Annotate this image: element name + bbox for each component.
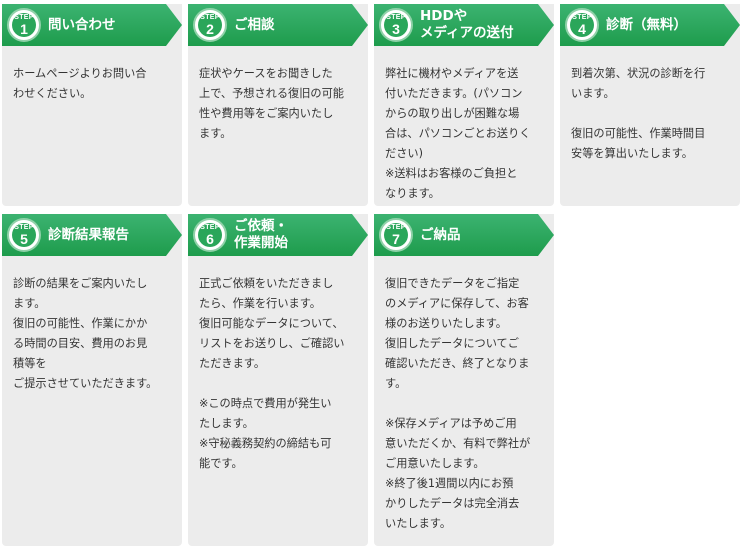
step-description: 復旧できたデータをご指定 のメディアに保存して、お客 様のお送りいたします。 復… [385, 277, 531, 530]
step-description: ホームページよりお問い合 わせください。 [13, 67, 147, 100]
step-number: 4 [578, 21, 586, 37]
step-description: 診断の結果をご案内いたし ます。 復旧の可能性、作業にかか る時間の目安、費用の… [13, 277, 158, 390]
step-card-1: STEP 1 問い合わせ ホームページよりお問い合 わせください。 [2, 4, 182, 206]
step-label: STEP [386, 224, 406, 231]
step-title: 診断結果報告 [48, 227, 129, 243]
step-description: 到着次第、状況の診断を行 います。 復旧の可能性、作業時間目 安等を算出いたしま… [571, 67, 706, 160]
step-label: STEP [572, 14, 592, 21]
step-description: 正式ご依頼をいただきまし たら、作業を行います。 復旧可能なデータについて、 リ… [199, 277, 345, 470]
step-title: HDDや メディアの送付 [420, 8, 514, 41]
step-badge-2: STEP 2 [193, 8, 227, 42]
step-title: ご依頼・ 作業開始 [234, 218, 288, 251]
step-number: 2 [206, 21, 214, 37]
step-label: STEP [14, 14, 34, 21]
step-badge-1: STEP 1 [7, 8, 41, 42]
step-description: 症状やケースをお聞きした 上で、予想される復旧の可能 性や費用等をご案内いたし … [199, 67, 344, 140]
step-number: 1 [20, 21, 28, 37]
step-label: STEP [14, 224, 34, 231]
step-card-4: STEP 4 診断（無料） 到着次第、状況の診断を行 います。 復旧の可能性、作… [560, 4, 740, 206]
step-number: 7 [392, 231, 400, 247]
step-number: 3 [392, 21, 400, 37]
step-title: ご納品 [420, 227, 461, 243]
step-badge-4: STEP 4 [565, 8, 599, 42]
step-title: 問い合わせ [48, 17, 116, 33]
step-label: STEP [200, 14, 220, 21]
step-number: 5 [20, 231, 28, 247]
step-badge-7: STEP 7 [379, 218, 413, 252]
step-card-5: STEP 5 診断結果報告 診断の結果をご案内いたし ます。 復旧の可能性、作業… [2, 214, 182, 546]
step-badge-6: STEP 6 [193, 218, 227, 252]
step-card-2: STEP 2 ご相談 症状やケースをお聞きした 上で、予想される復旧の可能 性や… [188, 4, 368, 206]
step-title: 診断（無料） [606, 17, 687, 33]
step-card-3: STEP 3 HDDや メディアの送付 弊社に機材やメディアを送 付いただきます… [374, 4, 554, 206]
step-number: 6 [206, 231, 214, 247]
step-title: ご相談 [234, 17, 275, 33]
step-card-7: STEP 7 ご納品 復旧できたデータをご指定 のメディアに保存して、お客 様の… [374, 214, 554, 546]
step-badge-3: STEP 3 [379, 8, 413, 42]
step-badge-5: STEP 5 [7, 218, 41, 252]
step-label: STEP [386, 14, 406, 21]
step-label: STEP [200, 224, 220, 231]
step-description: 弊社に機材やメディアを送 付いただきます。(パソコン からの取り出しが困難な場 … [385, 67, 531, 200]
step-card-6: STEP 6 ご依頼・ 作業開始 正式ご依頼をいただきまし たら、作業を行います… [188, 214, 368, 546]
